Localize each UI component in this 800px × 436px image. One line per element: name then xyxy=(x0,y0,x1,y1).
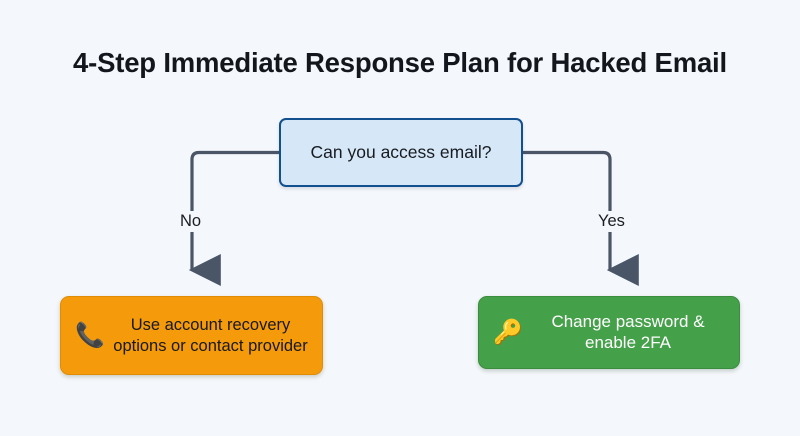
edge-no-path xyxy=(188,150,279,286)
edge-yes-path xyxy=(523,150,639,286)
node-decision-can-you-access-email[interactable]: Can you access email? xyxy=(279,118,523,187)
node-action-change-password[interactable]: 🔑 Change password & enable 2FA xyxy=(478,296,740,369)
page-title: 4-Step Immediate Response Plan for Hacke… xyxy=(73,47,727,78)
node-secure-label: Change password & enable 2FA xyxy=(551,311,705,352)
node-action-account-recovery[interactable]: 📞 Use account recovery options or contac… xyxy=(60,296,323,375)
edge-label-no: No xyxy=(175,211,207,232)
telephone-receiver-icon: 📞 xyxy=(75,321,105,349)
node-decision-label: Can you access email? xyxy=(310,141,492,162)
key-icon: 🔑 xyxy=(493,318,523,346)
node-recovery-label: Use account recovery options or contact … xyxy=(113,316,308,355)
edge-label-yes: Yes xyxy=(593,211,630,232)
